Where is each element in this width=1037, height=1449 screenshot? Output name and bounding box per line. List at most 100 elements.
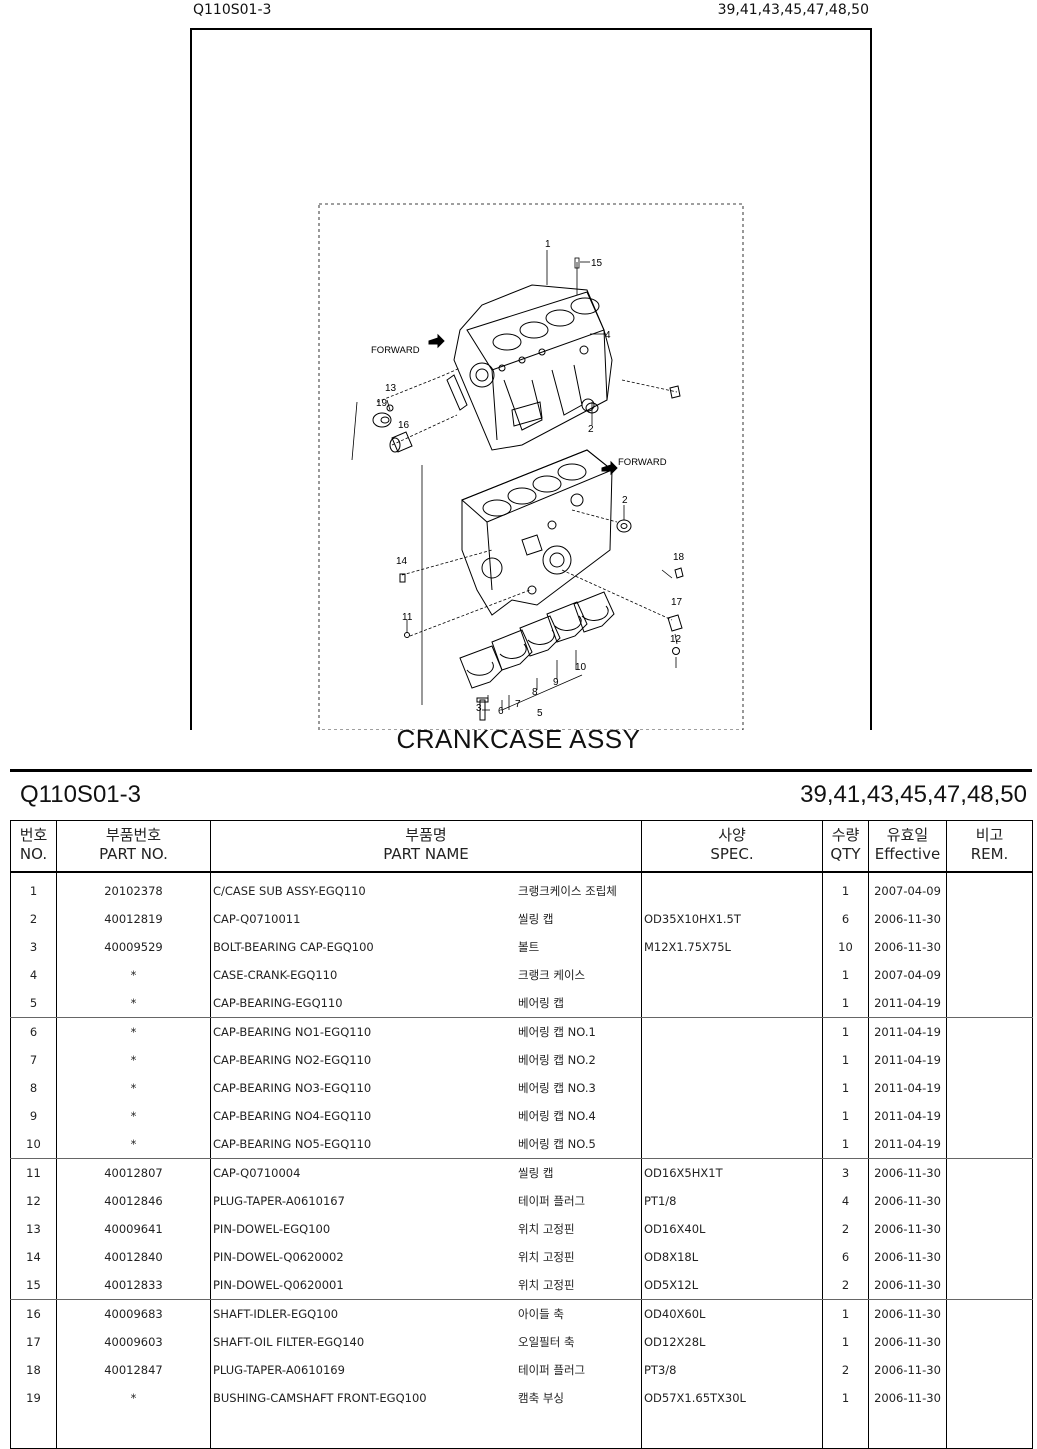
row-qty: 1 — [822, 1074, 869, 1102]
row-part-name-en: BOLT-BEARING CAP-EGQ100 — [213, 940, 374, 954]
row-part-no: * — [56, 1130, 211, 1159]
row-qty: 1 — [822, 1130, 869, 1159]
row-effective: 2011-04-19 — [868, 1130, 947, 1159]
row-spec — [641, 1074, 823, 1102]
callout-13: 13 — [385, 383, 397, 394]
row-part-name-en: BUSHING-CAMSHAFT FRONT-EGQ100 — [213, 1391, 427, 1405]
cap-2-lower — [616, 519, 632, 533]
table-row-empty — [10, 1412, 1033, 1449]
row-part-name-en: CAP-BEARING NO1-EGQ110 — [213, 1025, 372, 1039]
col-header-spec-ko: 사양 — [718, 826, 746, 844]
bolt-3 — [476, 697, 489, 721]
row-qty: 2 — [822, 1271, 869, 1300]
row-part-no: * — [56, 989, 211, 1018]
row-remarks — [946, 1046, 1033, 1074]
row-part-name-en: CASE-CRANK-EGQ110 — [213, 968, 338, 982]
col-header-remarks: 비고 REM. — [946, 820, 1033, 873]
row-part-name-ko: 테이퍼 플러그 — [518, 1363, 586, 1377]
callout-9: 9 — [553, 677, 559, 688]
row-no: 6 — [10, 1017, 57, 1046]
parts-table: 번호 NO. 부품번호 PART NO. 부품명 PART NAME 사양 SP… — [10, 820, 1033, 1449]
row-part-no: 40012840 — [56, 1243, 211, 1271]
col-header-eff-en: Effective — [874, 845, 941, 863]
row-qty: 2 — [822, 1215, 869, 1243]
pin-14 — [399, 573, 406, 583]
row-part-name-en: CAP-BEARING NO3-EGQ110 — [213, 1081, 372, 1095]
row-part-name-ko: 테이퍼 플러그 — [518, 1194, 586, 1208]
row-part-name: CAP-BEARING NO5-EGQ110 베어링 캡 NO.5 — [210, 1130, 642, 1159]
row-part-no: 40012807 — [56, 1158, 211, 1187]
col-header-name-en: PART NAME — [383, 845, 469, 863]
col-header-spec-en: SPEC. — [710, 845, 754, 863]
col-header-no-ko: 번호 — [19, 826, 48, 844]
row-effective: 2011-04-19 — [868, 1046, 947, 1074]
row-effective: 2007-04-09 — [868, 961, 947, 989]
plug-12 — [672, 647, 680, 655]
callout-2-lower: 2 — [622, 495, 628, 506]
row-remarks — [946, 1130, 1033, 1159]
row-no: 10 — [10, 1130, 57, 1159]
row-part-name-en: CAP-BEARING NO5-EGQ110 — [213, 1137, 372, 1151]
row-part-name-ko: 위치 고정핀 — [518, 1250, 575, 1264]
row-part-no: 40009641 — [56, 1215, 211, 1243]
row-part-name-en: CAP-BEARING-EGQ110 — [213, 996, 343, 1010]
row-spec: OD8X18L — [641, 1243, 823, 1271]
row-part-name-ko: 베어링 캡 NO.5 — [518, 1137, 596, 1151]
row-part-name-ko: 베어링 캡 — [518, 996, 564, 1010]
row-remarks — [946, 872, 1033, 905]
row-spec — [641, 961, 823, 989]
col-header-qty: 수량 QTY — [822, 820, 869, 873]
col-header-part-name: 부품명 PART NAME — [210, 820, 642, 873]
row-part-name: BOLT-BEARING CAP-EGQ100 볼트 — [210, 933, 642, 961]
row-no: 19 — [10, 1384, 57, 1412]
row-part-name-en: CAP-BEARING NO4-EGQ110 — [213, 1109, 372, 1123]
callout-18: 18 — [673, 552, 685, 563]
row-no: 12 — [10, 1187, 57, 1215]
row-qty: 1 — [822, 1384, 869, 1412]
row-no: 2 — [10, 905, 57, 933]
row-spec: OD57X1.65TX30L — [641, 1384, 823, 1412]
pin-13 — [386, 404, 394, 412]
row-qty: 1 — [822, 1017, 869, 1046]
callout-14: 14 — [396, 556, 408, 567]
row-effective: 2006-11-30 — [868, 933, 947, 961]
row-no: 16 — [10, 1299, 57, 1328]
col-header-name-ko: 부품명 — [405, 826, 447, 844]
row-no: 5 — [10, 989, 57, 1018]
row-part-name-ko: 볼트 — [518, 940, 540, 954]
row-remarks — [946, 1384, 1033, 1412]
empty-cell — [10, 1412, 57, 1449]
empty-cell — [56, 1412, 211, 1449]
empty-cell — [868, 1412, 947, 1449]
row-part-no: 40009603 — [56, 1328, 211, 1356]
row-no: 13 — [10, 1215, 57, 1243]
row-part-name-en: SHAFT-OIL FILTER-EGQ140 — [213, 1335, 365, 1349]
callout-17: 17 — [671, 597, 683, 608]
row-spec: OD35X10HX1.5T — [641, 905, 823, 933]
row-effective: 2006-11-30 — [868, 1215, 947, 1243]
row-spec: M12X1.75X75L — [641, 933, 823, 961]
section-divider — [10, 769, 1032, 772]
cap-11 — [404, 632, 410, 638]
row-part-name-ko: 씰링 캡 — [518, 1166, 554, 1180]
lower-leaders — [401, 505, 678, 711]
row-part-no: 20102378 — [56, 872, 211, 905]
row-part-name-en: PIN-DOWEL-Q0620002 — [213, 1250, 344, 1264]
col-header-part-no: 부품번호 PART NO. — [56, 820, 211, 873]
figure-caption: CRANKCASE ASSY — [396, 724, 641, 754]
row-part-name-ko: 베어링 캡 NO.2 — [518, 1053, 596, 1067]
callout-8: 8 — [532, 687, 538, 698]
label-forward-bottom: FORWARD — [618, 457, 667, 468]
row-part-name-ko: 위치 고정핀 — [518, 1222, 575, 1236]
